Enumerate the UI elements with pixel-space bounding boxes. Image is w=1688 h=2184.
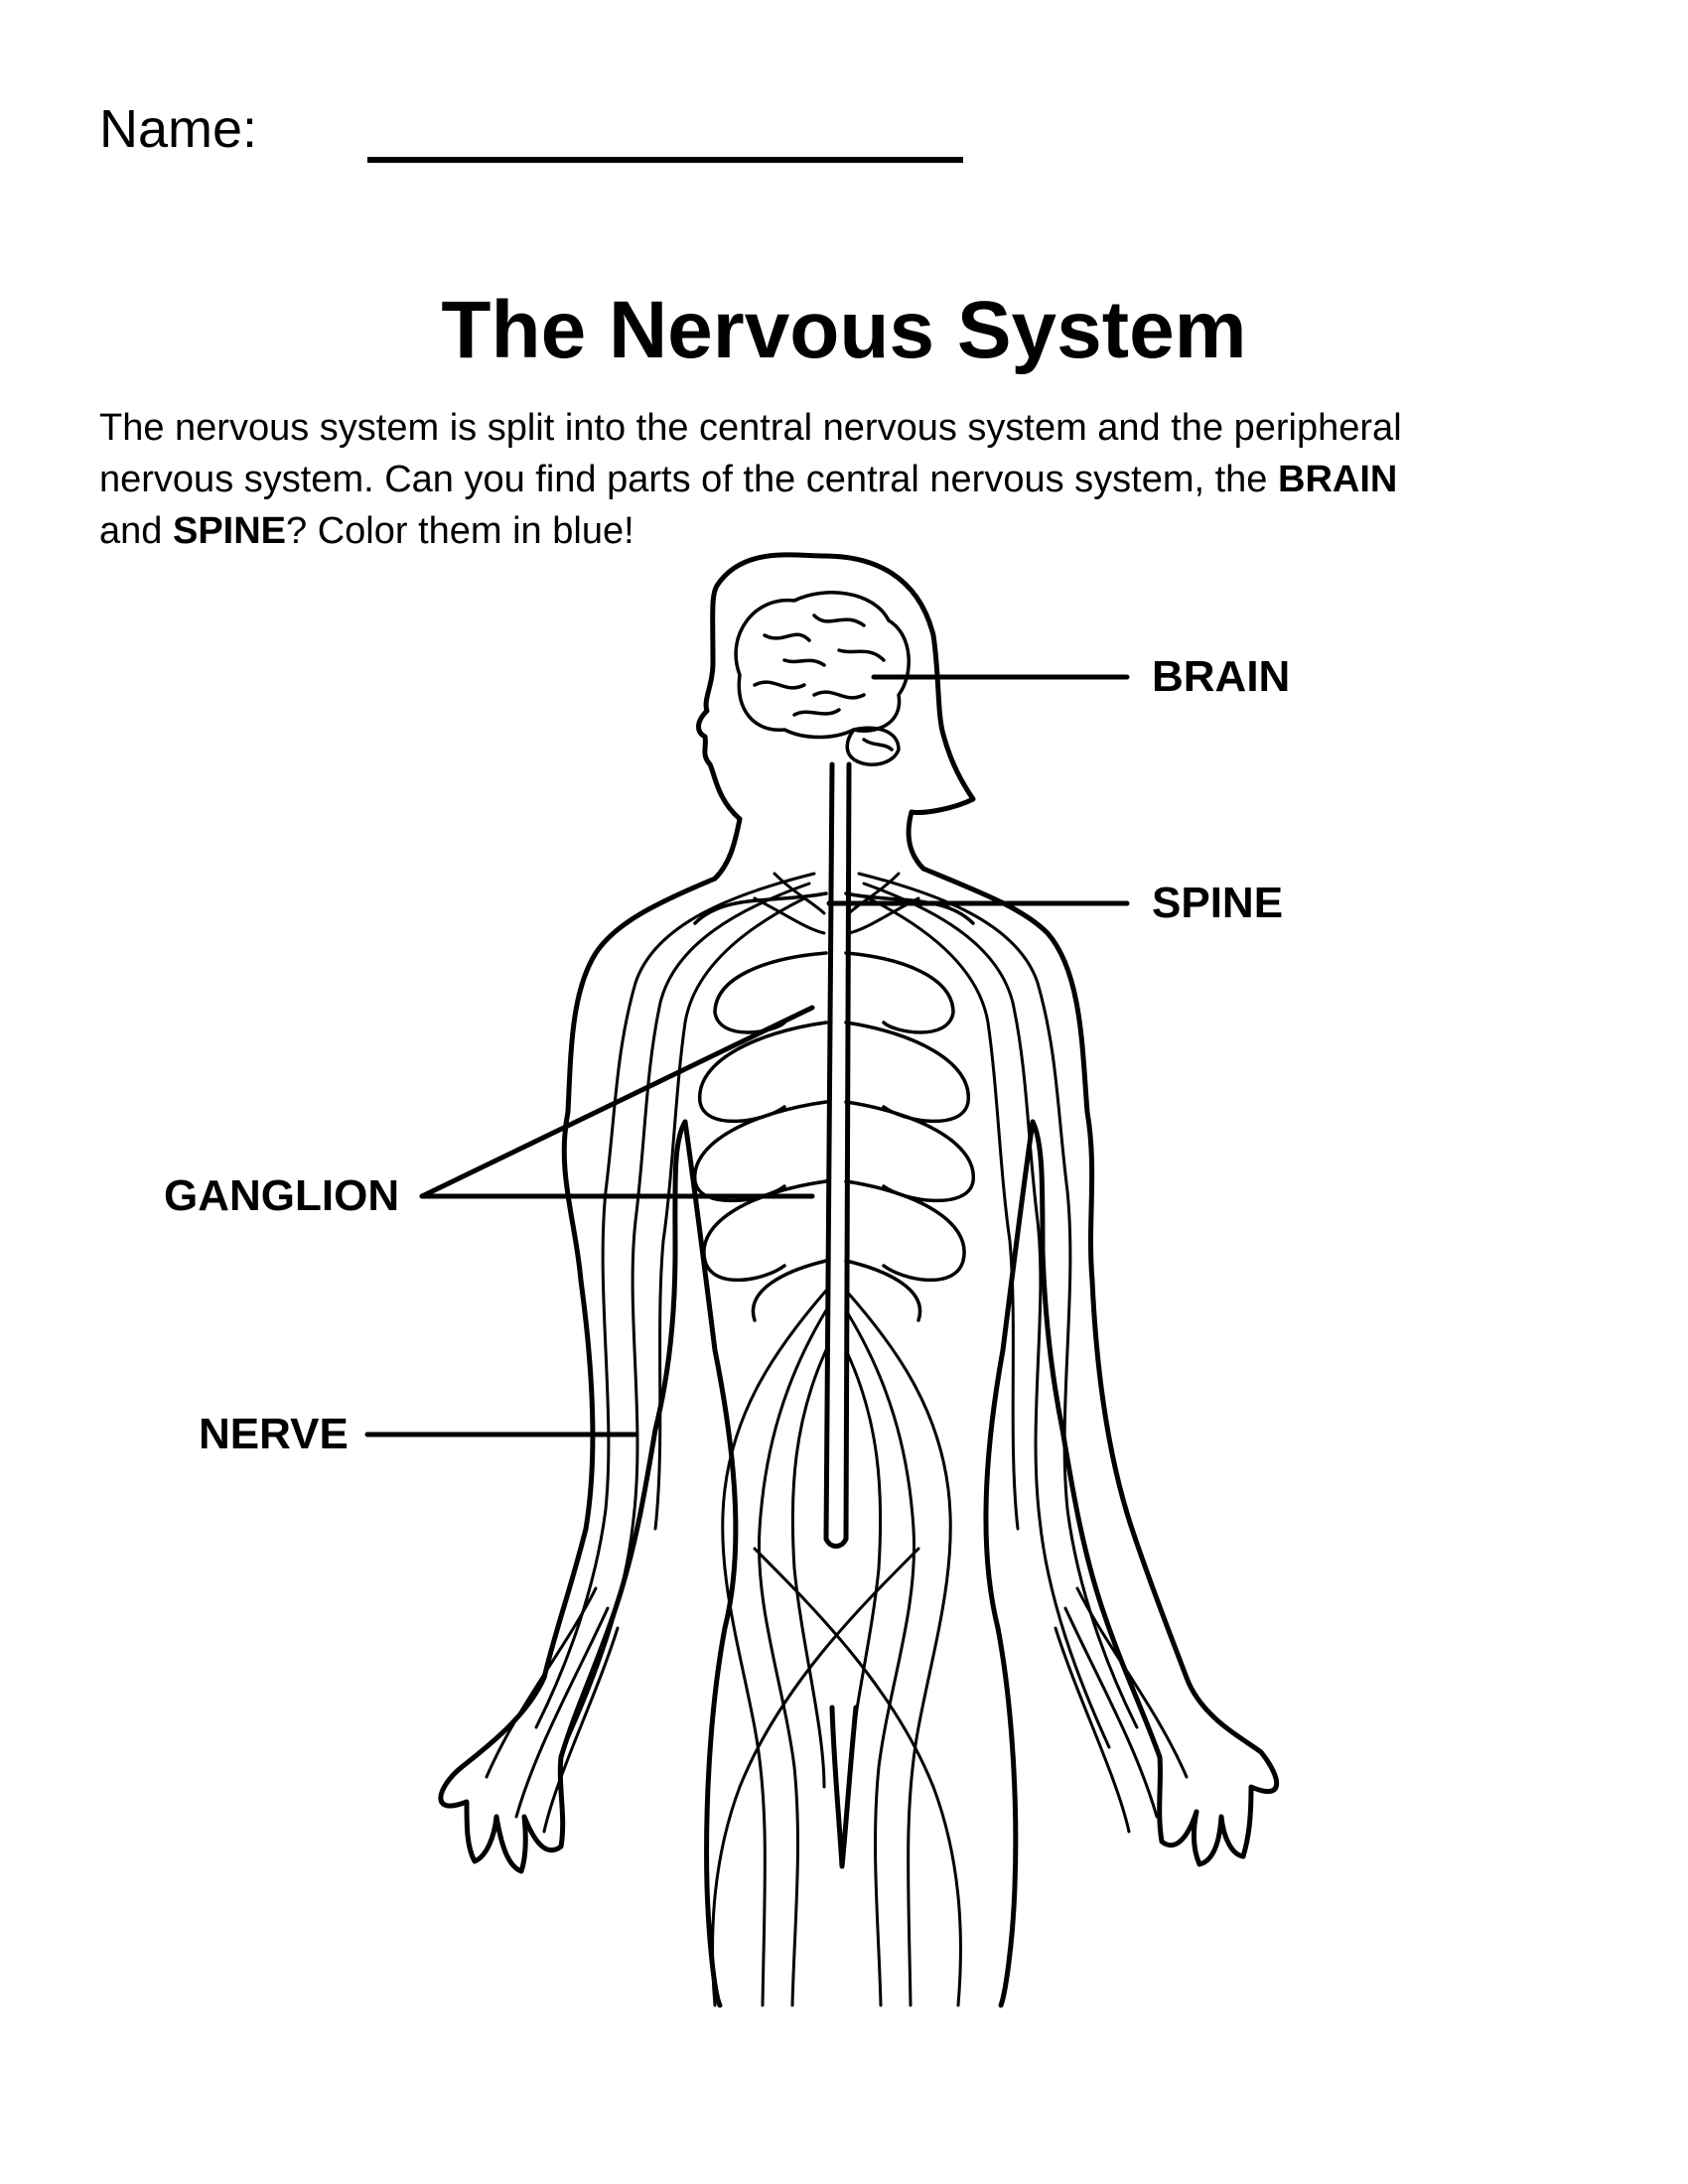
name-write-line[interactable] [367, 157, 963, 163]
page-title: The Nervous System [441, 285, 1247, 375]
rib-nerves [693, 891, 975, 1322]
name-label: Name: [99, 99, 258, 159]
ganglion-leader-line-upper [419, 1005, 815, 1199]
intro-line-1: The nervous system is split into the cen… [99, 407, 1402, 449]
brain-drawing [734, 591, 911, 766]
intro-brain-bold: BRAIN [1278, 459, 1398, 500]
body-outline [438, 552, 1280, 2008]
intro-line-3b: ? Color them in blue! [286, 510, 634, 552]
spine-drawing [823, 761, 852, 1549]
label-ganglion: GANGLION [164, 1171, 400, 1220]
intro-spine-bold: SPINE [172, 510, 287, 552]
intro-line-2: nervous system. Can you find parts of th… [99, 459, 1278, 500]
name-row: Name: [99, 99, 963, 163]
intro-line-3a: and [99, 510, 173, 552]
label-spine: SPINE [1152, 879, 1284, 927]
label-brain: BRAIN [1152, 652, 1291, 701]
intro-paragraph: The nervous system is split into the cen… [99, 402, 1589, 557]
label-nerve: NERVE [199, 1410, 349, 1458]
leader-lines [364, 674, 1130, 1437]
peripheral-nerves [485, 872, 1189, 2007]
